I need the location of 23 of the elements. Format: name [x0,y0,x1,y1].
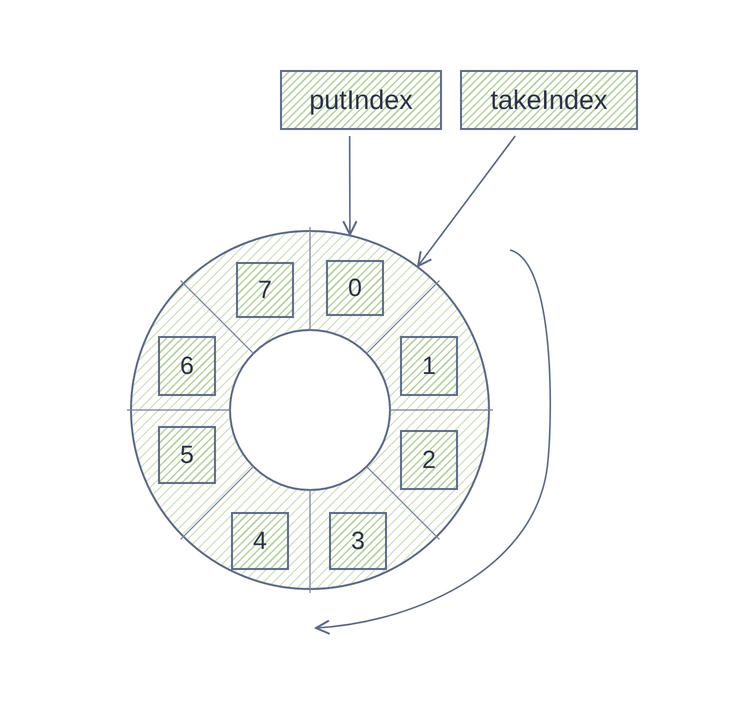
slot-index: 4 [253,526,267,556]
arrow [417,136,516,268]
slot-index: 2 [422,446,436,474]
slot-box [158,426,216,484]
arrow [342,136,358,236]
slot-index: 3 [351,526,365,556]
slot-box [400,336,458,396]
slot-index: 0 [348,274,362,302]
slot-index: 7 [258,276,272,304]
pointer-label: takeIndex [490,84,608,116]
slot-index: 6 [180,352,194,380]
slot-box [329,512,387,570]
pointer-label: putIndex [309,84,413,116]
slot-index: 5 [180,440,194,470]
slot-box [158,336,216,396]
slot-index: 1 [422,352,436,380]
ring [130,230,490,590]
slot-box [231,512,289,570]
pointer-box [460,70,638,130]
slot-box [326,260,384,316]
slot-box [236,262,294,318]
pointer-box [280,70,442,130]
slot-box [400,430,458,490]
